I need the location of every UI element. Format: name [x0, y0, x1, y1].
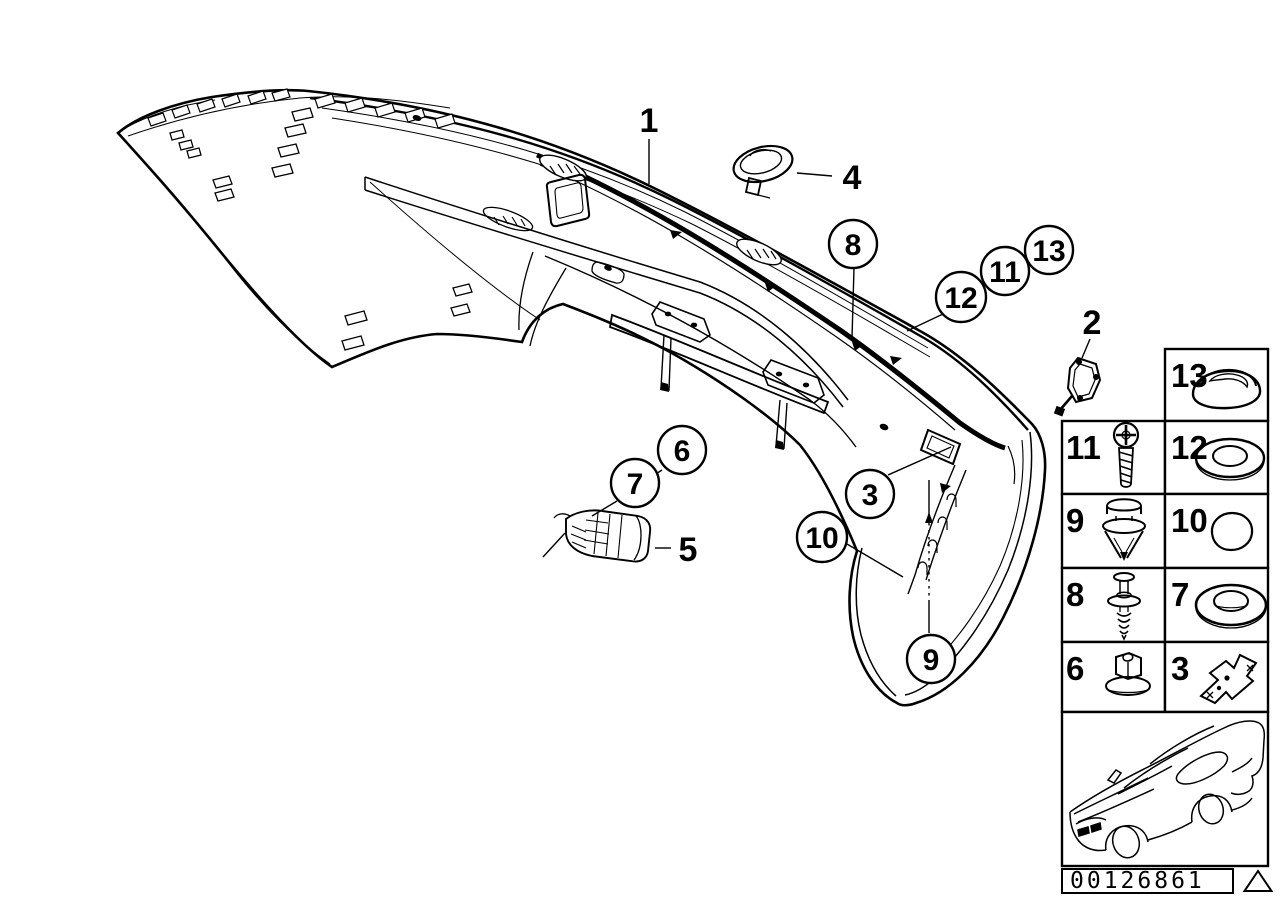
flange-hole	[412, 114, 422, 122]
callout-13[interactable]: 13	[1023, 224, 1075, 276]
expansion-rivet-icon	[1107, 572, 1141, 641]
callouts: 1 4 2 5 8 12 11 13 6 7 3	[609, 102, 1102, 685]
warning-triangle-icon	[1242, 869, 1274, 892]
pin-rivet-icon	[1102, 498, 1146, 561]
part-number-plate: 00126861	[1061, 868, 1234, 894]
towing-eye-cover	[732, 144, 794, 199]
legend-grid: 13 11 12	[1060, 347, 1270, 868]
mounting-bracket-part2	[1053, 356, 1102, 417]
callout-7[interactable]: 7	[609, 457, 661, 509]
leader-7	[591, 500, 618, 517]
svg-text:6: 6	[1066, 650, 1084, 687]
svg-text:9: 9	[923, 644, 940, 677]
legend-cell-11[interactable]: 11	[1060, 419, 1167, 496]
deck-edge-tabs	[147, 88, 456, 129]
leader-10	[846, 543, 904, 578]
hatched-pad	[539, 154, 782, 266]
leader-2	[1081, 338, 1091, 359]
svg-text:3: 3	[862, 479, 879, 512]
leader-3	[887, 446, 952, 476]
svg-text:8: 8	[845, 229, 862, 262]
valance-with-brackets	[608, 301, 830, 450]
callout-12[interactable]: 12	[934, 270, 988, 324]
svg-text:12: 12	[944, 282, 977, 315]
callout-11[interactable]: 11	[979, 245, 1031, 297]
svg-text:8: 8	[1066, 576, 1084, 613]
bumper-trim-panel-drawing	[116, 88, 1102, 707]
callout-10[interactable]: 10	[795, 510, 849, 564]
corner-wrap-details	[855, 423, 1033, 697]
callout-3[interactable]: 3	[844, 468, 896, 520]
legend-cell-13[interactable]: 13	[1163, 347, 1270, 423]
leader-9-arrow	[925, 512, 933, 523]
legend-cell-10[interactable]: 10	[1163, 492, 1270, 570]
callout-2[interactable]: 2	[1083, 304, 1102, 342]
callout-1[interactable]: 1	[640, 102, 659, 140]
svg-text:11: 11	[1066, 429, 1101, 466]
retaining-clip-icon	[1199, 653, 1258, 705]
legend-cell-7[interactable]: 7	[1163, 566, 1270, 644]
car-thumbnail-box[interactable]	[1060, 710, 1270, 868]
legend-cell-6[interactable]: 6	[1060, 640, 1167, 714]
inner-reinforcement-strip	[364, 176, 849, 408]
bumper-outline	[116, 88, 1047, 707]
svg-text:13: 13	[1171, 357, 1208, 394]
deck-slots	[169, 107, 473, 351]
svg-text:11: 11	[989, 256, 1021, 289]
tow-eye-hole	[545, 173, 591, 228]
leader-7b	[542, 532, 566, 558]
callout-5[interactable]: 5	[679, 531, 698, 569]
legend-cell-12[interactable]: 12	[1163, 419, 1270, 496]
leader-4	[796, 172, 833, 177]
svg-text:13: 13	[1032, 235, 1065, 268]
svg-text:3: 3	[1171, 650, 1189, 687]
washer-icon	[1194, 437, 1266, 481]
svg-text:10: 10	[1171, 502, 1208, 539]
svg-text:7: 7	[627, 468, 644, 501]
guide-bracket-part5	[553, 509, 652, 563]
svg-text:6: 6	[674, 435, 691, 468]
screw-icon	[1112, 421, 1140, 488]
round-cap-icon	[1210, 511, 1254, 552]
svg-text:9: 9	[1066, 502, 1084, 539]
part-number: 00126861	[1070, 868, 1205, 894]
callout-6[interactable]: 6	[656, 424, 708, 476]
car-silhouette-icon	[1069, 720, 1266, 859]
cover-cap-icon	[1191, 368, 1262, 410]
svg-text:10: 10	[805, 522, 838, 555]
spacer-nut-icon	[1105, 651, 1151, 696]
legend-cell-8[interactable]: 8	[1060, 566, 1167, 644]
legend-cell-3[interactable]: 3	[1163, 640, 1270, 714]
leader-8	[851, 267, 855, 339]
legend-cell-9[interactable]: 9	[1060, 492, 1167, 570]
footer: 00126861	[1061, 868, 1274, 894]
leader-12	[906, 313, 944, 332]
svg-text:7: 7	[1171, 576, 1189, 613]
callout-8[interactable]: 8	[827, 218, 879, 270]
grommet-icon	[1194, 583, 1268, 629]
callout-4[interactable]: 4	[843, 159, 862, 197]
molding-strip	[536, 152, 1006, 451]
callout-9[interactable]: 9	[905, 633, 957, 685]
